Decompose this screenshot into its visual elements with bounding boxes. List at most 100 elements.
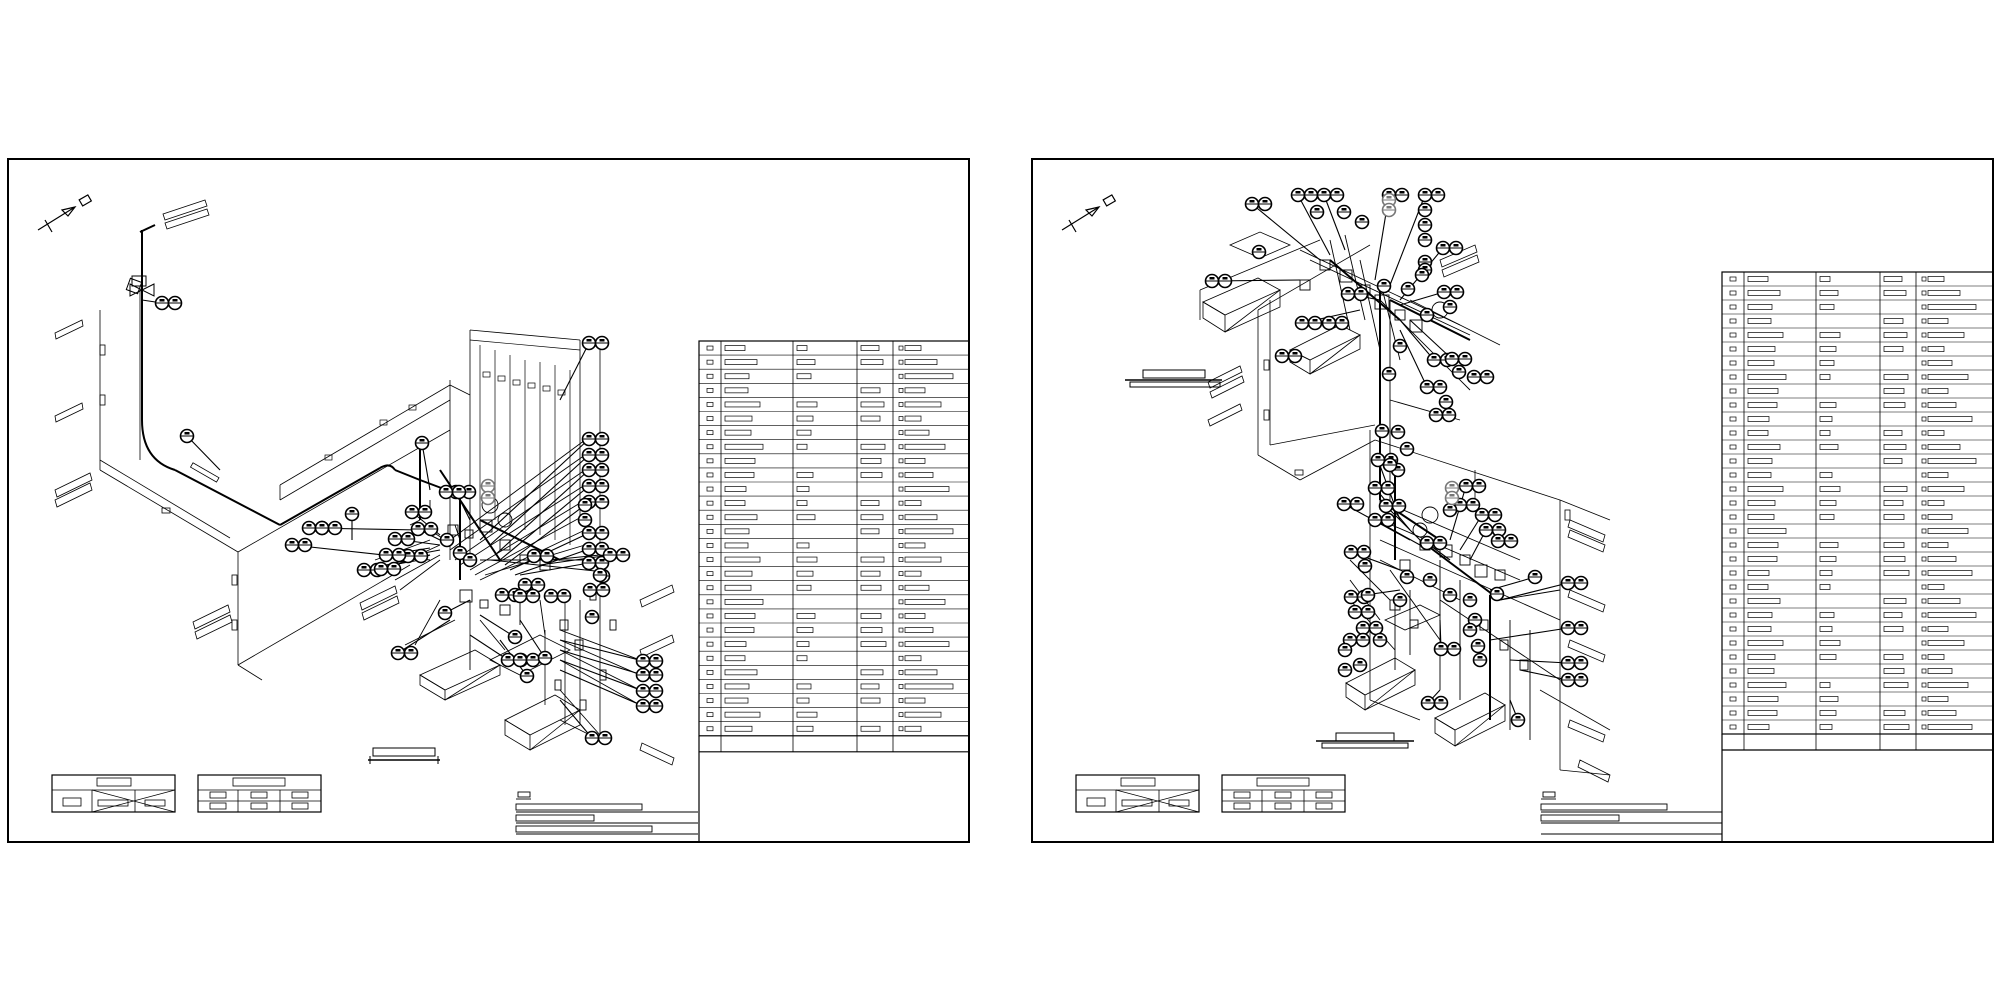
callout-bubble-icon <box>1374 423 1390 439</box>
callout-bubble-icon <box>1420 695 1436 711</box>
callout-bubble-icon <box>437 605 453 621</box>
callout-bubble-icon <box>581 525 597 541</box>
callout-bubble-icon <box>451 484 467 500</box>
right-legend-box-1 <box>1075 774 1200 813</box>
callout-bubble-icon <box>1380 512 1396 528</box>
callout-bubble-icon <box>1442 502 1458 518</box>
callout-bubble-icon <box>1372 632 1388 648</box>
north-arrow-icon <box>1061 194 1117 233</box>
callout-bubble-icon <box>1360 604 1376 620</box>
callout-bubble-icon <box>1426 352 1442 368</box>
callout-bubble-icon <box>1343 544 1359 560</box>
callout-bubble-icon <box>167 295 183 311</box>
callout-bubble-icon <box>1428 407 1444 423</box>
callout-bubble-icon <box>519 668 535 684</box>
callout-bubble-icon <box>179 428 195 444</box>
callout-bubble-icon <box>494 587 510 603</box>
callout-bubble-icon <box>1376 278 1392 294</box>
left-callouts <box>141 295 664 746</box>
callout-bubble-icon <box>584 730 600 746</box>
callout-bubble-icon <box>1471 478 1487 494</box>
right-drawing-sheet <box>1031 158 1994 843</box>
callout-bubble-icon <box>1337 662 1353 678</box>
callout-bubble-icon <box>414 435 430 451</box>
callout-bubble-icon <box>1355 632 1371 648</box>
callout-bubble-icon <box>480 478 496 494</box>
callout-bubble-icon <box>1290 187 1306 203</box>
callout-bubble-icon <box>410 521 426 537</box>
callout-bubble-icon <box>387 531 403 547</box>
callout-bubble-icon <box>597 730 613 746</box>
callout-bubble-icon <box>1391 498 1407 514</box>
callout-bubble-icon <box>1462 622 1478 638</box>
callout-bubble-icon <box>417 504 433 520</box>
callout-bubble-icon <box>648 683 664 699</box>
north-arrow-icon <box>37 194 93 233</box>
callout-bubble-icon <box>327 520 343 536</box>
callout-bubble-icon <box>581 335 597 351</box>
callout-bubble-icon <box>403 645 419 661</box>
callout-bubble-icon <box>391 547 407 563</box>
callout-bubble-icon <box>1462 592 1478 608</box>
right-scale-marker-bottom <box>1316 732 1414 749</box>
right-legend-box-2 <box>1221 774 1346 813</box>
left-drawing-sheet <box>7 158 970 843</box>
callout-bubble-icon <box>1436 284 1452 300</box>
callout-bubble-icon <box>297 537 313 553</box>
callout-bubble-icon <box>1465 497 1481 513</box>
callout-bubble-icon <box>1441 407 1457 423</box>
callout-bubble-icon <box>1353 286 1369 302</box>
callout-bubble-icon <box>1444 351 1460 367</box>
callout-bubble-icon <box>390 645 406 661</box>
callout-bubble-icon <box>1274 348 1290 364</box>
callout-bubble-icon <box>1417 232 1433 248</box>
callout-bubble-icon <box>154 295 170 311</box>
callout-bubble-icon <box>1368 620 1384 636</box>
callout-bubble-icon <box>1399 569 1415 585</box>
callout-bubble-icon <box>581 462 597 478</box>
callout-bubble-icon <box>1472 652 1488 668</box>
callout-bubble-icon <box>1370 452 1386 468</box>
left-wall-tags <box>54 199 675 766</box>
callout-bubble-icon <box>1381 202 1397 218</box>
callout-bubble-icon <box>1487 507 1503 523</box>
callout-bubble-icon <box>1457 351 1473 367</box>
callout-bubble-icon <box>594 447 610 463</box>
callout-bubble-icon <box>581 431 597 447</box>
callout-bubble-icon <box>1419 379 1435 395</box>
right-scale-marker-top <box>1125 369 1222 388</box>
callout-bubble-icon <box>584 609 600 625</box>
callout-bubble-icon <box>1510 712 1526 728</box>
callout-bubble-icon <box>525 588 541 604</box>
callout-bubble-icon <box>1466 369 1482 385</box>
callout-bubble-icon <box>581 447 597 463</box>
callout-bubble-icon <box>594 494 610 510</box>
callout-bubble-icon <box>1355 620 1371 636</box>
callout-bubble-icon <box>1573 655 1589 671</box>
left-equipment-blocks <box>419 600 581 751</box>
callout-bubble-icon <box>1490 533 1506 549</box>
callout-bubble-icon <box>1337 642 1353 658</box>
callout-bubble-icon <box>1430 187 1446 203</box>
callout-bubble-icon <box>635 653 651 669</box>
callout-bubble-icon <box>1309 204 1325 220</box>
callout-bubble-icon <box>537 650 553 666</box>
callout-bubble-icon <box>1307 315 1323 331</box>
callout-bubble-icon <box>592 567 608 583</box>
callout-bubble-icon <box>1422 572 1438 588</box>
callout-bubble-icon <box>1573 575 1589 591</box>
callout-bubble-icon <box>635 683 651 699</box>
callout-bubble-icon <box>1378 498 1394 514</box>
callout-bubble-icon <box>1489 586 1505 602</box>
callout-bubble-icon <box>1316 187 1332 203</box>
callout-bubble-icon <box>1392 592 1408 608</box>
callout-bubble-icon <box>648 667 664 683</box>
callout-bubble-icon <box>1357 558 1373 574</box>
callout-bubble-icon <box>1573 620 1589 636</box>
left-pipe-route <box>139 224 561 580</box>
callout-bubble-icon <box>500 652 516 668</box>
callout-bubble-icon <box>1470 638 1486 654</box>
callout-bubble-icon <box>577 497 593 513</box>
callout-bubble-icon <box>1400 281 1416 297</box>
